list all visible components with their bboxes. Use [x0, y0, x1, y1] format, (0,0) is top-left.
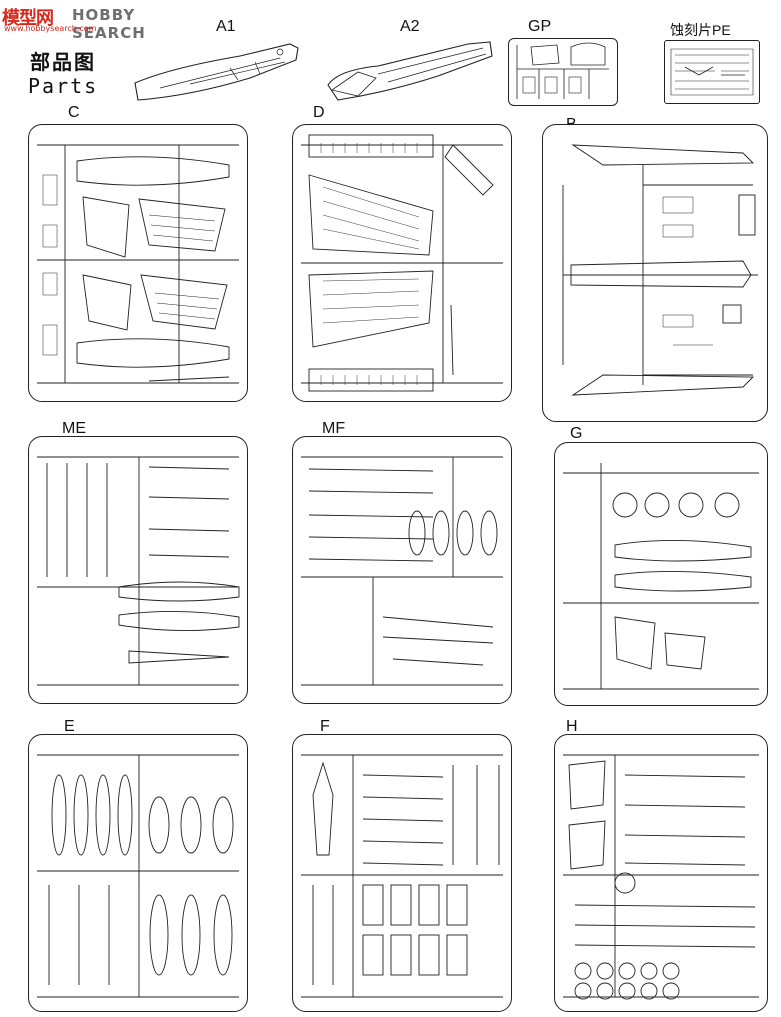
logo-brand-en: HOBBY SEARCH: [72, 6, 146, 42]
label-sprue-g: G: [570, 425, 583, 442]
sprue-c: [28, 124, 248, 402]
label-sprue-me: ME: [62, 420, 86, 437]
sprue-gp: [508, 38, 618, 106]
label-a2: A2: [400, 18, 420, 35]
label-a1: A1: [216, 18, 236, 35]
sprue-d: [292, 124, 512, 402]
label-sprue-h: H: [566, 718, 578, 735]
sprue-e: [28, 734, 248, 1012]
sprue-g: [554, 442, 768, 706]
label-gp: GP: [528, 18, 552, 35]
fuselage-a2-drawing: [327, 41, 493, 101]
parts-title-en: Parts: [28, 74, 99, 98]
label-sprue-f: F: [320, 718, 330, 735]
logo-brand-cn: 模型网: [2, 8, 54, 29]
label-sprue-e: E: [64, 718, 75, 735]
site-logo[interactable]: 模型网 HOBBY SEARCH www.hobbysearch.com: [2, 2, 172, 42]
sprue-me: [28, 436, 248, 704]
photo-etch-sheet: [664, 40, 760, 104]
sprue-f: [292, 734, 512, 1012]
sprue-mf: [292, 436, 512, 704]
sprue-b: [542, 124, 768, 422]
sprue-h: [554, 734, 768, 1012]
label-sprue-d: D: [313, 104, 325, 121]
label-sprue-c: C: [68, 104, 80, 121]
fuselage-a1-drawing: [134, 43, 299, 101]
logo-url: www.hobbysearch.com: [4, 24, 97, 33]
label-pe: 蚀刻片PE: [670, 22, 731, 38]
parts-title-cn: 部品图: [30, 50, 96, 74]
label-sprue-mf: MF: [322, 420, 346, 437]
